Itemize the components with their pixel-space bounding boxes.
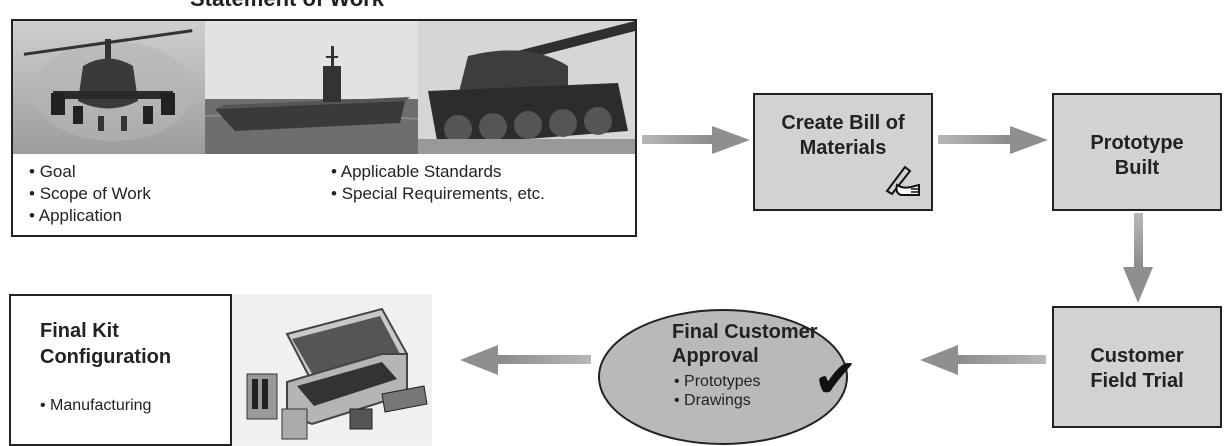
bullet-manufacturing: Manufacturing bbox=[40, 397, 151, 415]
bullet-special-requirements: Special Requirements, etc. bbox=[331, 183, 545, 205]
checkmark-icon: ✔ bbox=[813, 349, 859, 409]
arrow-to-prototype bbox=[938, 126, 1048, 154]
arrow-to-bom bbox=[642, 126, 750, 154]
bullet-goal: Goal bbox=[29, 161, 151, 183]
tank-image bbox=[418, 21, 635, 154]
bullet-application: Application bbox=[29, 205, 151, 227]
customer-field-trial-box: Customer Field Trial bbox=[1052, 306, 1222, 428]
statement-bullets-left: Goal Scope of Work Application bbox=[29, 161, 151, 227]
prototype-line2: Built bbox=[1114, 157, 1160, 179]
arrow-to-final-kit bbox=[460, 345, 591, 375]
prototype-built-box: Prototype Built bbox=[1052, 93, 1222, 211]
approval-title: Final Customer Approval bbox=[672, 320, 852, 368]
bom-line2: Materials bbox=[799, 137, 887, 159]
final-kit-title: Final Kit Configuration bbox=[40, 318, 171, 370]
bullet-applicable-standards: Applicable Standards bbox=[331, 161, 545, 183]
approval-line1: Final Customer bbox=[672, 321, 818, 343]
bullet-prototypes: Prototypes bbox=[674, 372, 760, 391]
approval-bullets: Prototypes Drawings bbox=[674, 372, 761, 410]
statement-of-work-panel: Goal Scope of Work Application Applicabl… bbox=[11, 19, 637, 237]
writing-hand-icon bbox=[885, 165, 920, 196]
bullet-drawings: Drawings bbox=[674, 391, 761, 410]
military-photos bbox=[13, 21, 635, 154]
final-line2: Configuration bbox=[40, 346, 172, 368]
prototype-line1: Prototype bbox=[1090, 132, 1184, 154]
bom-line1: Create Bill of bbox=[781, 112, 905, 134]
helicopter-image bbox=[13, 21, 205, 154]
field-trial-line1: Customer bbox=[1090, 345, 1184, 367]
final-line1: Final Kit bbox=[40, 320, 119, 342]
create-bom-box: Create Bill of Materials bbox=[753, 93, 933, 211]
field-trial-line2: Field Trial bbox=[1090, 370, 1184, 392]
statement-bullets-right: Applicable Standards Special Requirement… bbox=[331, 161, 545, 205]
statement-of-work-title: Statement of Work bbox=[190, 0, 384, 12]
arrow-to-field-trial bbox=[1123, 213, 1153, 303]
arrow-to-approval bbox=[920, 345, 1046, 375]
aircraft-carrier-image bbox=[205, 21, 418, 154]
kit-case-image bbox=[230, 294, 432, 446]
bullet-scope-of-work: Scope of Work bbox=[29, 183, 151, 205]
approval-line2: Approval bbox=[672, 345, 759, 367]
